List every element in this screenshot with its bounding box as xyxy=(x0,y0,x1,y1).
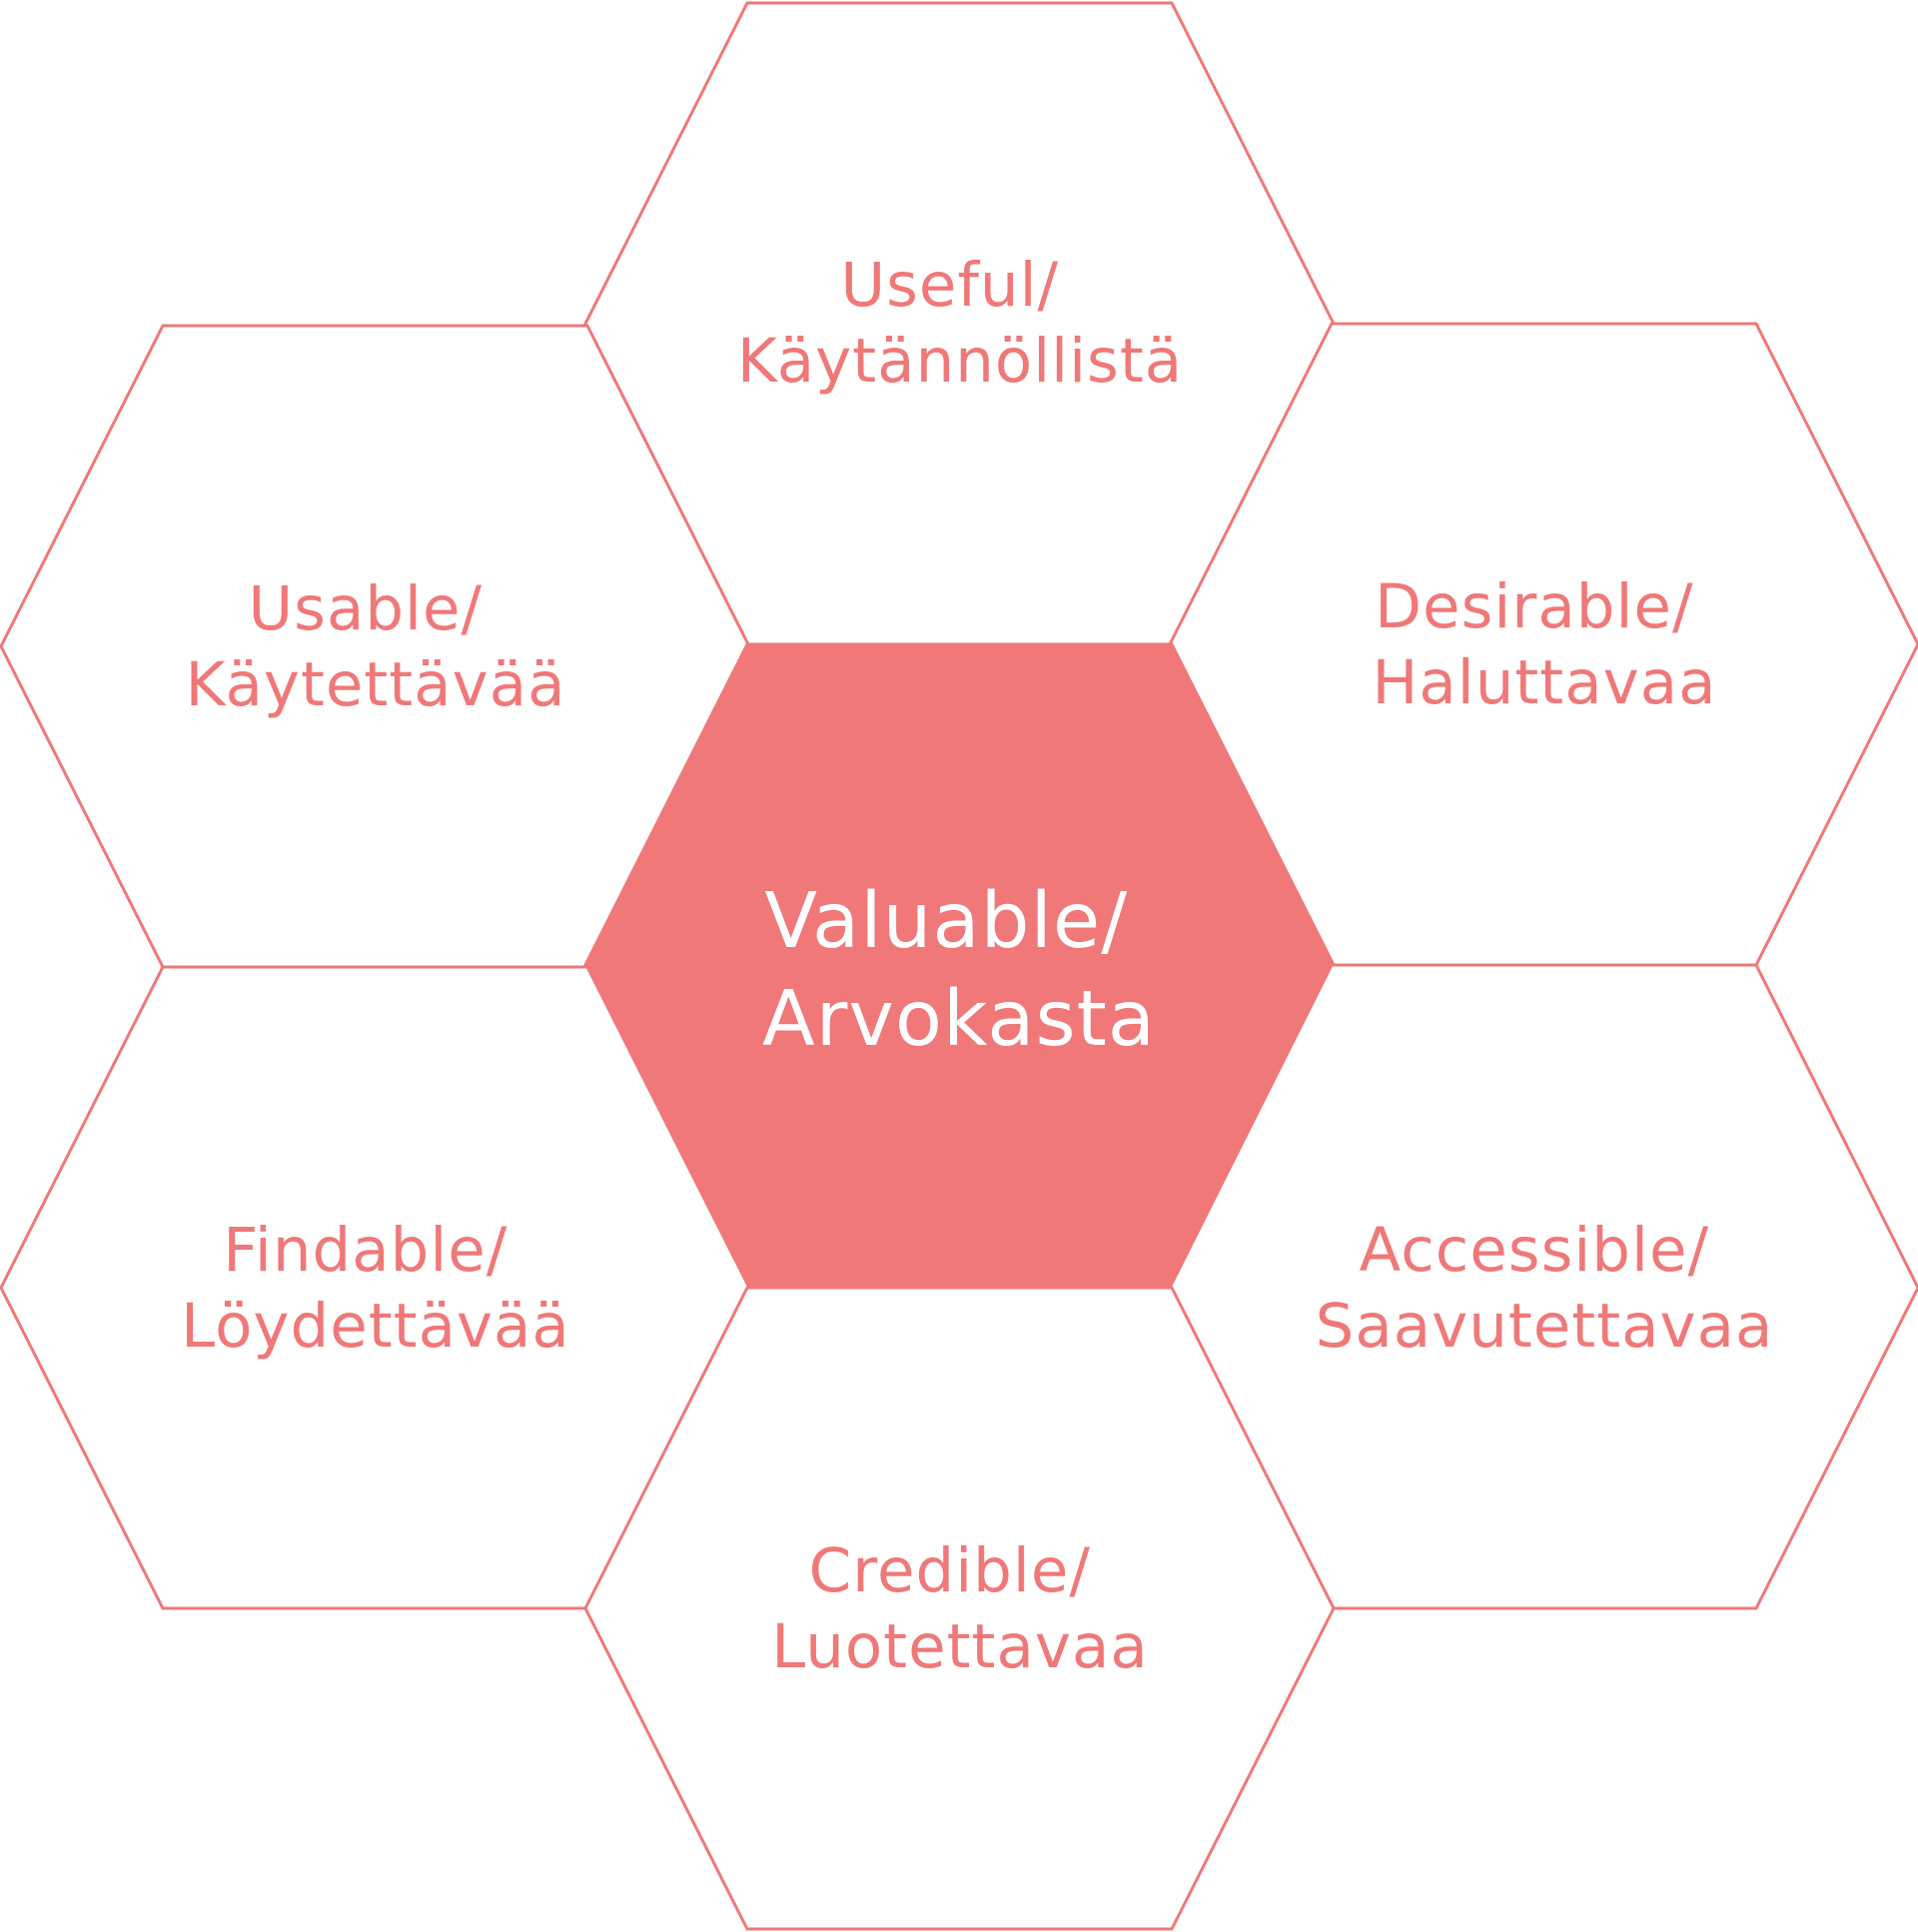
label-accessible: Accessible/ Saavutettavaa xyxy=(1316,1215,1774,1362)
hex-cell-findable: Findable/ Löydettävää xyxy=(0,965,751,1610)
label-desirable: Desirable/ Haluttavaa xyxy=(1373,571,1717,718)
label-findable-line1: Findable/ xyxy=(223,1215,507,1286)
label-credible-line2: Luotettavaa xyxy=(771,1611,1148,1682)
label-credible: Credible/ Luotettavaa xyxy=(771,1535,1148,1682)
label-useful: Useful/ Käytännöllistä xyxy=(737,250,1183,397)
hex-cell-valuable: Valuable/ Arvokasta xyxy=(583,642,1336,1290)
hex-cell-useful: Useful/ Käytännöllistä xyxy=(583,1,1336,646)
hex-shape-credible xyxy=(583,1286,1336,1931)
label-credible-line1: Credible/ xyxy=(809,1535,1091,1606)
label-findable-line2: Löydettävää xyxy=(181,1291,570,1362)
label-valuable-line1: Valuable/ xyxy=(764,877,1128,966)
label-accessible-line2: Saavutettavaa xyxy=(1316,1291,1774,1362)
label-usable-line2: Käytettävää xyxy=(186,649,566,720)
label-useful-line2: Käytännöllistä xyxy=(737,326,1183,397)
label-usable: Usable/ Käytettävää xyxy=(186,573,566,720)
label-useful-line1: Useful/ xyxy=(841,250,1060,321)
hex-cell-usable: Usable/ Käytettävää xyxy=(0,324,751,969)
hex-cell-accessible: Accessible/ Saavutettavaa xyxy=(1168,963,1918,1610)
label-findable: Findable/ Löydettävää xyxy=(181,1215,570,1362)
hex-cell-credible: Credible/ Luotettavaa xyxy=(583,1286,1336,1931)
label-desirable-line1: Desirable/ xyxy=(1375,571,1693,642)
label-desirable-line2: Haluttavaa xyxy=(1373,647,1717,718)
label-usable-line1: Usable/ xyxy=(249,573,483,644)
label-valuable: Valuable/ Arvokasta xyxy=(762,877,1156,1064)
label-accessible-line1: Accessible/ xyxy=(1360,1215,1710,1286)
label-valuable-line2: Arvokasta xyxy=(762,975,1156,1064)
hex-cell-desirable: Desirable/ Haluttavaa xyxy=(1168,322,1918,967)
